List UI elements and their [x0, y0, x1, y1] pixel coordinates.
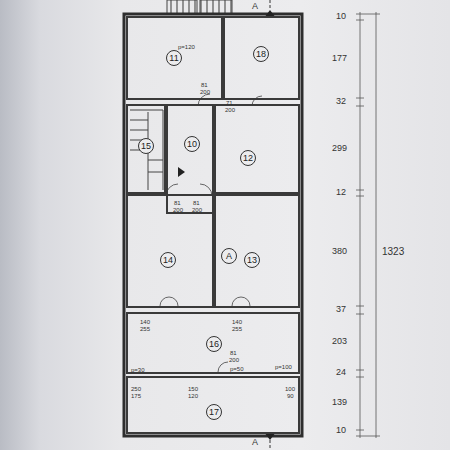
- room-number: 18: [253, 46, 269, 62]
- dimension-value: 203: [332, 337, 347, 346]
- door-size: p=50: [230, 366, 244, 372]
- room-number: 17: [206, 404, 222, 420]
- door-size: 200: [200, 89, 210, 95]
- section-mark: A: [252, 438, 258, 447]
- door-size: 81: [201, 82, 208, 88]
- door-size: 140: [232, 319, 242, 325]
- door-size: 81: [174, 200, 181, 206]
- section-mark: A: [252, 2, 258, 11]
- dimension-value: 12: [336, 188, 346, 197]
- door-size: 81: [230, 350, 237, 356]
- dimension-value: 1323: [382, 247, 404, 257]
- dimension-value: 380: [332, 247, 347, 256]
- door-size: 255: [140, 326, 150, 332]
- door-size: 175: [131, 393, 141, 399]
- room-number: 11: [166, 50, 182, 66]
- dimension-value: 299: [332, 144, 347, 153]
- room-outline: 10: [166, 104, 214, 214]
- room-outline: 18: [223, 16, 300, 100]
- door-size: 150: [188, 386, 198, 392]
- door-size: 255: [232, 326, 242, 332]
- room-number: 14: [160, 252, 176, 268]
- dimension-value: 177: [332, 54, 347, 63]
- room-number: 10: [184, 136, 200, 152]
- door-size: 200: [225, 107, 235, 113]
- dimension-value: 10: [336, 12, 346, 21]
- door-size: 71: [226, 100, 233, 106]
- door-size: 140: [140, 319, 150, 325]
- door-size: p=100: [275, 364, 292, 370]
- room-number: 13: [244, 252, 260, 268]
- door-size: 200: [192, 207, 202, 213]
- room-number: 15: [138, 138, 154, 154]
- door-size: 200: [229, 357, 239, 363]
- door-size: 250: [131, 386, 141, 392]
- dimension-value: 37: [336, 305, 346, 314]
- room-outline: 12: [214, 104, 300, 194]
- door-size: p=30: [131, 367, 145, 373]
- circled-mark: A: [221, 248, 237, 264]
- dimension-value: 139: [332, 398, 347, 407]
- dimension-value: 32: [336, 97, 346, 106]
- room-outline: 11: [126, 16, 223, 100]
- dimension-value: 24: [336, 368, 346, 377]
- room-number: 12: [240, 150, 256, 166]
- door-size: 90: [287, 393, 294, 399]
- room-outline: 17: [126, 376, 300, 434]
- door-size: 120: [188, 393, 198, 399]
- door-size: 81: [193, 200, 200, 206]
- door-size: 100: [285, 386, 295, 392]
- room-outline: 15: [126, 104, 166, 194]
- door-size: p=120: [178, 44, 195, 50]
- door-size: 200: [173, 207, 183, 213]
- room-outline: 16: [126, 312, 300, 374]
- dimension-value: 10: [336, 426, 346, 435]
- room-number: 16: [206, 336, 222, 352]
